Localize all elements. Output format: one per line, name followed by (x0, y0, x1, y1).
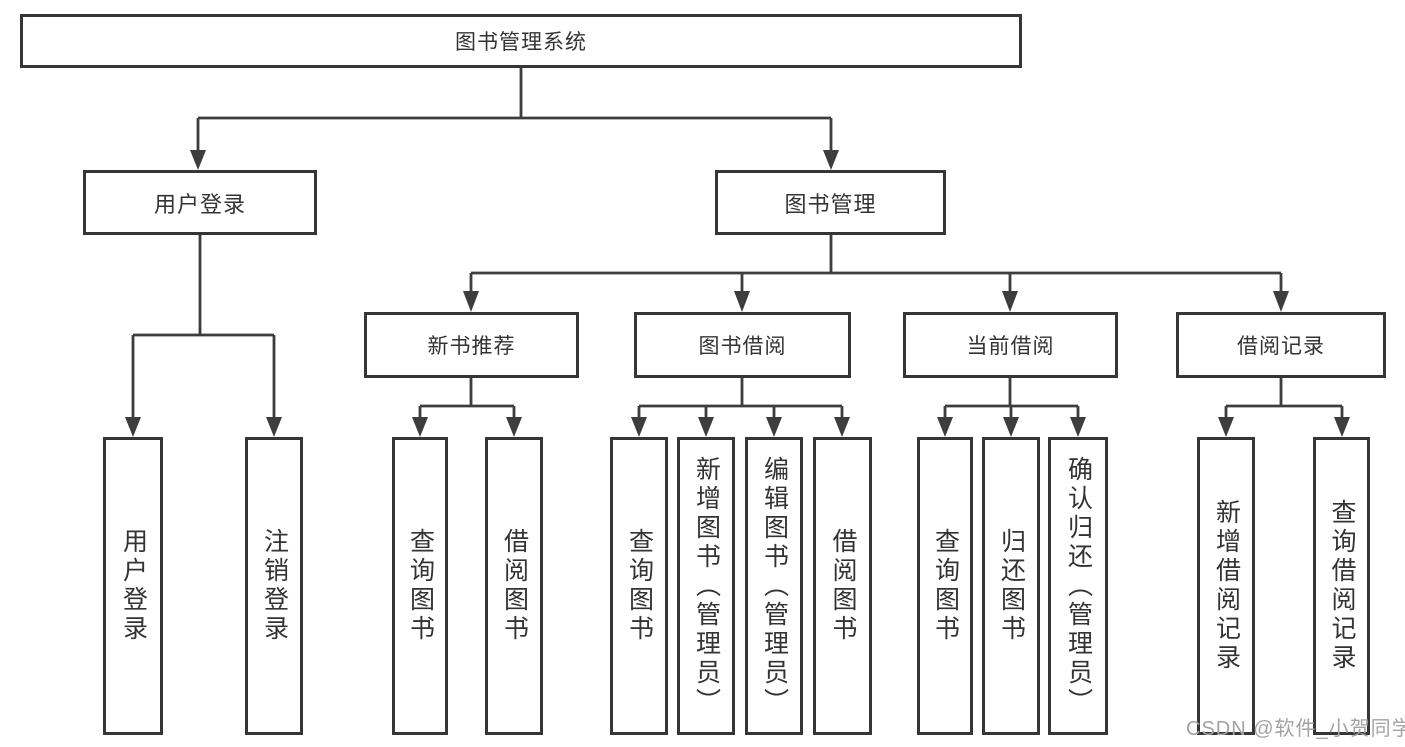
leaf-cb-confirm-return-admin: 确认归还（管理员） (1048, 437, 1108, 735)
node-label: 图书管理 (784, 191, 877, 217)
leaf-cb-return-books: 归还图书 (982, 437, 1040, 735)
connector-user-login-to-leaves (125, 235, 282, 437)
leaf-logout: 注销登录 (245, 437, 303, 735)
node-new-book-recommend: 新书推荐 (364, 312, 579, 378)
connector-book-management-to-level2 (463, 235, 1289, 312)
leaf-cb-query-books: 查询图书 (917, 437, 973, 735)
leaf-bb-edit-books-admin: 编辑图书（管理员） (745, 437, 803, 735)
node-label: 当前借阅 (966, 335, 1055, 358)
leaf-bb-borrow-books: 借阅图书 (813, 437, 872, 735)
leaf-nbr-borrow-books: 借阅图书 (485, 437, 543, 735)
node-label: 注销登录 (260, 528, 289, 644)
node-label: 查询图书 (625, 528, 654, 644)
node-user-login: 用户登录 (83, 170, 317, 235)
node-label: 用户登录 (153, 191, 246, 217)
node-label: 新增图书（管理员） (692, 455, 721, 717)
node-label: 归还图书 (997, 528, 1026, 644)
node-label: 借阅图书 (829, 528, 857, 644)
node-label: 用户登录 (119, 528, 148, 644)
node-label: 确认归还（管理员） (1064, 455, 1093, 717)
leaf-br-query-record: 查询借阅记录 (1313, 437, 1370, 735)
connector-current-borrowing-to-leaves (937, 378, 1086, 437)
node-label: 图书管理系统 (455, 31, 587, 54)
node-label: 查询图书 (931, 528, 960, 644)
node-label: 查询借阅记录 (1328, 499, 1356, 673)
connector-new-book-recommend-to-leaves (412, 378, 522, 437)
node-label: 编辑图书（管理员） (760, 455, 789, 717)
node-label: 借阅图书 (500, 528, 529, 644)
node-book-management: 图书管理 (715, 170, 946, 235)
connector-borrow-records-to-leaves (1218, 378, 1350, 437)
leaf-nbr-query-books: 查询图书 (392, 437, 448, 735)
node-label: 新书推荐 (427, 335, 516, 358)
node-borrow-records: 借阅记录 (1176, 312, 1386, 378)
leaf-br-add-record: 新增借阅记录 (1197, 437, 1255, 735)
node-book-borrowing: 图书借阅 (634, 312, 851, 378)
leaf-bb-add-books-admin: 新增图书（管理员） (677, 437, 735, 735)
leaf-bb-query-books: 查询图书 (610, 437, 668, 735)
connector-root-to-level1 (190, 67, 839, 170)
node-root: 图书管理系统 (20, 14, 1022, 68)
node-current-borrowing: 当前借阅 (903, 312, 1118, 378)
connector-book-borrowing-to-leaves (631, 378, 850, 437)
csdn-watermark: CSDN @软件_小贺同学 (1186, 718, 1405, 740)
node-label: 查询图书 (406, 528, 435, 644)
node-label: 新增借阅记录 (1212, 499, 1241, 673)
node-label: 图书借阅 (698, 335, 787, 358)
leaf-user-login: 用户登录 (103, 437, 163, 735)
node-label: 借阅记录 (1237, 335, 1325, 358)
